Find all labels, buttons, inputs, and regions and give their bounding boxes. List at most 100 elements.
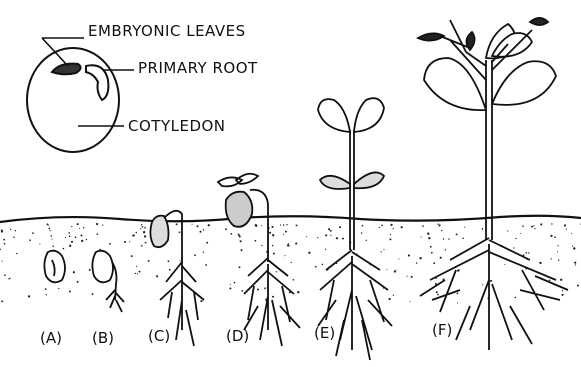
soil-dot bbox=[330, 230, 332, 232]
soil-dot bbox=[328, 228, 330, 230]
soil-dot bbox=[136, 266, 137, 267]
soil-dot bbox=[69, 291, 71, 293]
soil-dot bbox=[291, 262, 292, 263]
soil-dot bbox=[16, 253, 17, 254]
soil-dot bbox=[141, 245, 143, 247]
soil-dot bbox=[52, 245, 54, 247]
soil-dot bbox=[200, 300, 202, 302]
soil-dot bbox=[456, 233, 458, 235]
soil-dot bbox=[336, 237, 338, 239]
soil-dot bbox=[427, 233, 429, 235]
soil-dot bbox=[83, 227, 84, 228]
soil-dot bbox=[58, 288, 59, 289]
soil-dot bbox=[482, 228, 483, 229]
soil-dot bbox=[457, 293, 459, 295]
soil-dot bbox=[522, 225, 524, 227]
soil-dot bbox=[554, 236, 556, 238]
soil-dot bbox=[389, 238, 391, 240]
soil-dot bbox=[79, 228, 80, 229]
stage-b-seed bbox=[92, 251, 113, 283]
soil-dot bbox=[51, 239, 52, 240]
stage-label-a: (A) bbox=[40, 329, 62, 347]
soil-dot bbox=[440, 257, 442, 259]
soil-dot bbox=[383, 249, 384, 250]
soil-dot bbox=[564, 224, 566, 226]
soil-dot bbox=[557, 251, 558, 252]
soil-dot bbox=[141, 224, 143, 226]
soil-dot bbox=[315, 266, 317, 268]
soil-dot bbox=[572, 245, 573, 246]
soil-dot bbox=[306, 236, 307, 237]
soil-dot bbox=[230, 284, 231, 285]
stage-a-seedling bbox=[44, 251, 65, 283]
soil-dot bbox=[71, 226, 72, 227]
soil-dot bbox=[443, 238, 444, 239]
soil-dot bbox=[92, 293, 94, 295]
soil-dot bbox=[2, 261, 3, 262]
soil-dot bbox=[132, 235, 134, 237]
stage-label-f: (F) bbox=[432, 321, 452, 339]
soil-dot bbox=[448, 238, 450, 240]
soil-dot bbox=[203, 229, 204, 230]
soil-dot bbox=[73, 271, 75, 273]
soil-dot bbox=[317, 237, 318, 238]
soil-dot bbox=[558, 259, 559, 260]
stage-label-b: (B) bbox=[92, 329, 114, 347]
soil-dot bbox=[575, 264, 576, 265]
soil-dot bbox=[69, 245, 71, 247]
soil-dot bbox=[65, 237, 66, 238]
soil-dot bbox=[286, 224, 287, 225]
soil-dot bbox=[39, 243, 40, 244]
soil-dot bbox=[194, 254, 196, 256]
soil-dot bbox=[96, 233, 98, 235]
stage-c-seed bbox=[150, 216, 168, 248]
soil-dot bbox=[531, 226, 533, 228]
soil-dot bbox=[255, 240, 257, 242]
soil-dot bbox=[142, 226, 143, 227]
soil-dot bbox=[156, 275, 158, 277]
soil-dot bbox=[1, 230, 3, 232]
soil-dot bbox=[49, 228, 51, 230]
stage-label-d: (D) bbox=[226, 327, 249, 345]
soil-dot bbox=[149, 261, 150, 262]
stage-label-e: (E) bbox=[314, 324, 335, 342]
soil-dot bbox=[457, 302, 458, 303]
soil-dot bbox=[264, 287, 266, 289]
soil-dot bbox=[241, 249, 243, 251]
soil-dot bbox=[45, 288, 47, 290]
soil-dot bbox=[540, 223, 542, 225]
soil-dot bbox=[261, 225, 262, 226]
stage-e-roots bbox=[318, 250, 392, 360]
soil-dot bbox=[13, 236, 15, 238]
soil-dot bbox=[288, 245, 290, 247]
soil-dot bbox=[325, 249, 326, 250]
soil-dot bbox=[439, 225, 440, 226]
soil-dot bbox=[81, 235, 83, 237]
soil-dot bbox=[421, 236, 422, 237]
soil-dot bbox=[257, 288, 259, 290]
soil-dot bbox=[401, 226, 403, 228]
soil-dot bbox=[239, 235, 241, 237]
soil-dot bbox=[574, 262, 576, 264]
soil-dot bbox=[528, 252, 529, 253]
soil-dot bbox=[566, 228, 567, 229]
soil-dot bbox=[77, 223, 79, 225]
soil-dot bbox=[102, 224, 103, 225]
soil-dot bbox=[225, 228, 227, 230]
soil-dot bbox=[197, 225, 199, 227]
soil-dot bbox=[285, 231, 287, 233]
soil-dot bbox=[407, 276, 408, 277]
soil-dot bbox=[96, 223, 98, 225]
soil-dot bbox=[241, 290, 243, 292]
soil-dot bbox=[143, 231, 145, 233]
soil-dot bbox=[272, 245, 274, 247]
soil-dot bbox=[139, 271, 141, 273]
soil-dot bbox=[28, 295, 30, 297]
soil-dot bbox=[308, 252, 310, 254]
soil-dot bbox=[199, 231, 201, 233]
stage-e-leaf-right bbox=[354, 98, 384, 132]
stage-f-leaf-right bbox=[492, 61, 556, 105]
soil-dot bbox=[140, 228, 141, 229]
soil-dot bbox=[520, 233, 521, 234]
